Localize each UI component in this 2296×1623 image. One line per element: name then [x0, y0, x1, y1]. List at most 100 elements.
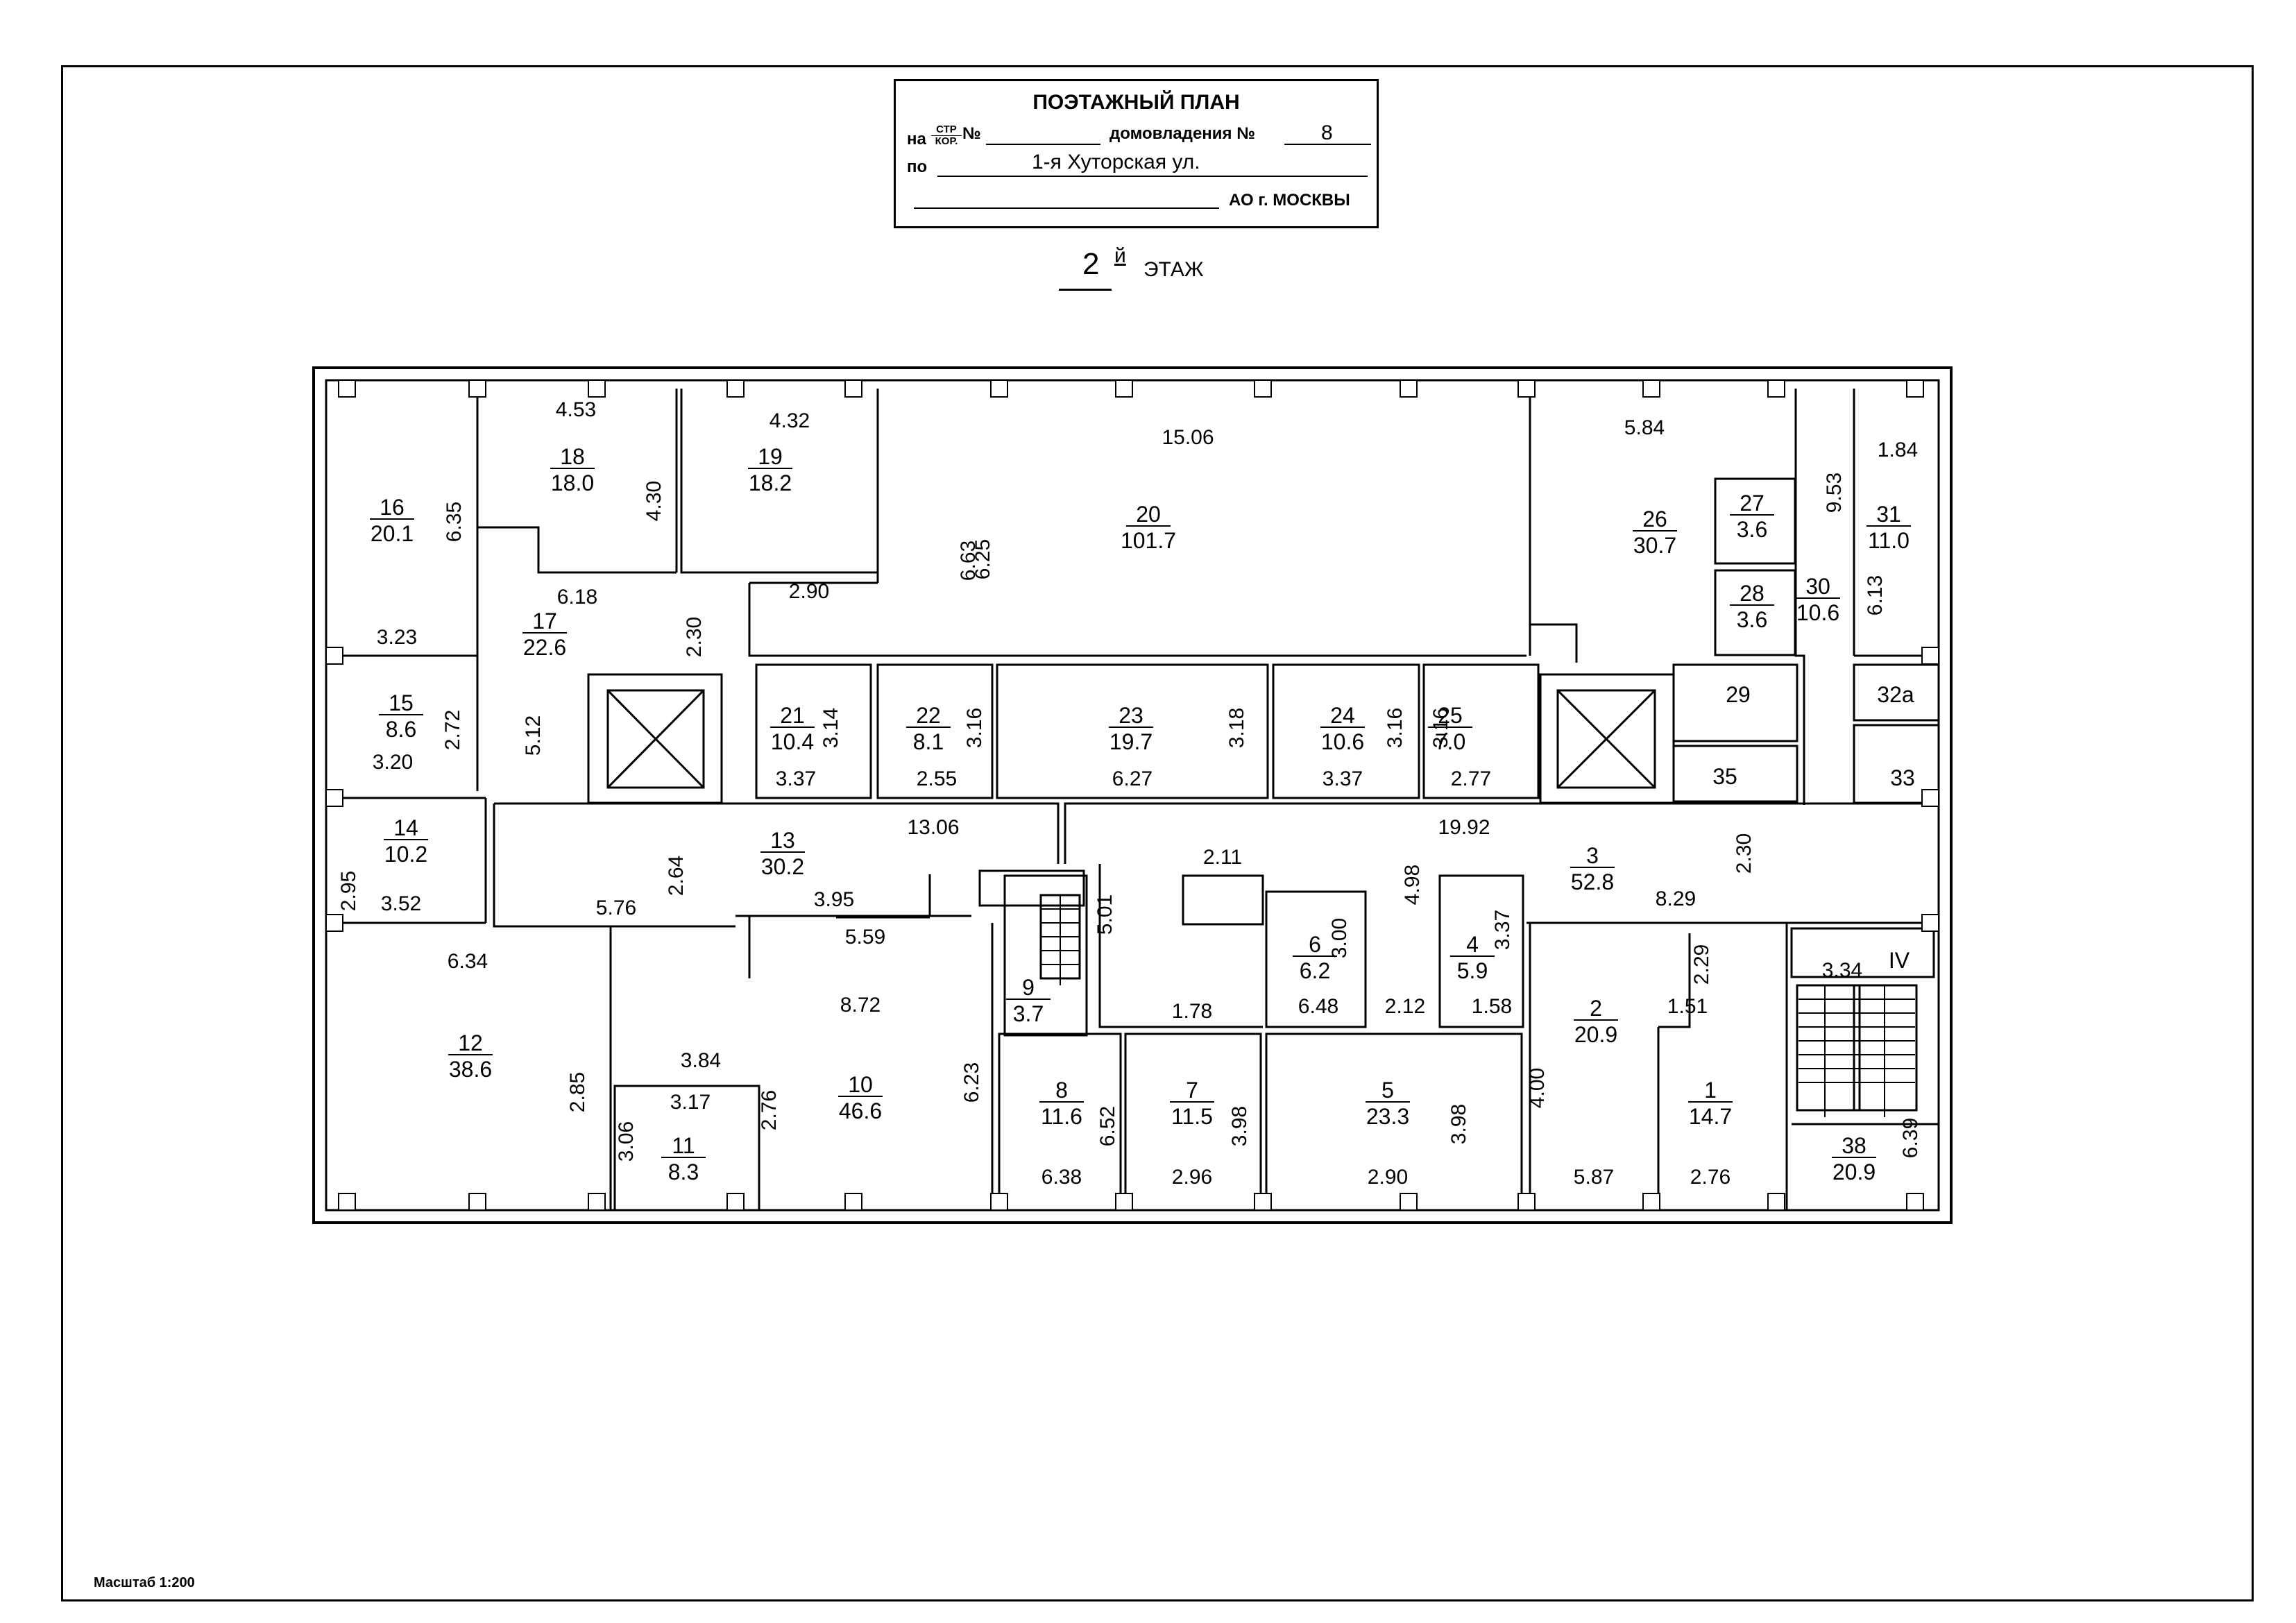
dimension-label: 3.16: [1429, 708, 1452, 748]
dimension-label: 1.78: [1172, 1000, 1212, 1023]
stamp-no-sign: №: [962, 124, 981, 143]
room-label: 352.8: [1570, 843, 1615, 894]
dimension-label: 3.23: [377, 626, 417, 649]
room-number: 22: [916, 703, 941, 728]
room-area: 52.8: [1571, 869, 1614, 894]
stamp-street-line: [937, 176, 1368, 177]
room-number: 38: [1842, 1133, 1866, 1158]
dimension-label: 4.30: [643, 481, 665, 521]
wall-1-top: [1658, 933, 1691, 1028]
room9-outline: [1003, 874, 1088, 1037]
dimension-label: 3.98: [1447, 1104, 1470, 1144]
room-area: 7.0: [1435, 729, 1465, 754]
room-number: 12: [458, 1030, 483, 1055]
floor-suffix: й: [1114, 244, 1126, 267]
room-label-plain: IV: [1889, 948, 1910, 973]
dimension-label: 3.17: [670, 1091, 711, 1114]
wall-20-bottom: [748, 583, 1527, 657]
dimension-label: 6.18: [557, 586, 597, 609]
room-area: 3.6: [1737, 517, 1767, 542]
room-number: 9: [1022, 975, 1035, 1000]
dimension-label: 6.52: [1096, 1106, 1119, 1146]
dimension-label: 2.76: [1690, 1166, 1730, 1189]
dimension-label: 6.13: [1864, 575, 1887, 615]
room-number: 25: [1438, 703, 1463, 728]
pillar: [1921, 914, 1939, 932]
stamp-str-kor: СТР КОР.: [931, 124, 962, 147]
room-number: 21: [780, 703, 805, 728]
pillar: [1115, 1193, 1133, 1211]
room-area: 3.6: [1737, 607, 1767, 632]
dimension-label: 3.00: [1328, 918, 1351, 958]
room8-box: [998, 1033, 1122, 1212]
stamp-domovladeniya: домовладения №: [1109, 124, 1255, 143]
pillar: [588, 380, 606, 398]
room-label: 283.6: [1730, 581, 1774, 632]
room-label-plain: 35: [1712, 764, 1737, 789]
stair-steps: [1041, 895, 1915, 1117]
room-label-plain: 29: [1726, 682, 1751, 707]
room-area: 11.0: [1868, 528, 1910, 553]
pillar: [990, 380, 1008, 398]
dimension-label: 4.00: [1526, 1068, 1549, 1108]
pillar: [1921, 647, 1939, 665]
room-number: 10: [848, 1072, 873, 1097]
dimension-label: 13.06: [907, 816, 959, 839]
elevator-right-x2: [1556, 689, 1656, 789]
room-area: 30.7: [1633, 533, 1676, 558]
room-number: 1: [1704, 1078, 1717, 1103]
room-label: 66.2: [1293, 932, 1337, 983]
dimension-label: 5.01: [1094, 894, 1116, 935]
scale-text: Масштаб 1:200: [94, 1575, 195, 1590]
elevator-left-x2: [606, 689, 705, 789]
room-area: 38.6: [449, 1057, 492, 1082]
room-area: 8.1: [913, 729, 944, 754]
stamp-kor: КОР.: [935, 135, 958, 147]
dimension-label: 2.12: [1385, 995, 1425, 1018]
dimension-label: 2.72: [441, 710, 464, 750]
dimension-label: 2.11: [1203, 846, 1242, 869]
room-label-plain: 33: [1890, 765, 1915, 790]
dimension-label: 3.98: [1228, 1106, 1251, 1146]
dimension-label: 2.77: [1451, 767, 1491, 790]
pillar: [844, 380, 862, 398]
room-area: 10.6: [1321, 729, 1364, 754]
dimension-label: 2.30: [683, 617, 706, 657]
wall-30-31: [1794, 389, 1805, 805]
floor-underline: [1059, 289, 1112, 291]
pillar: [1517, 380, 1536, 398]
dimension-label: 2.55: [917, 767, 957, 790]
room-label: 523.3: [1366, 1078, 1410, 1129]
floor-label-text: ЭТАЖ: [1143, 258, 1204, 281]
dimension-label: 6.38: [1041, 1166, 1082, 1189]
stamp-ao-line: [914, 207, 1219, 209]
room-area: 10.4: [771, 729, 814, 754]
room-label: 220.9: [1574, 996, 1618, 1047]
dimension-label: 2.90: [789, 580, 829, 603]
dimension-label: 3.16: [963, 708, 986, 748]
room32a-box: [1853, 663, 1940, 722]
room28-box: [1714, 569, 1796, 656]
room-label: 114.7: [1688, 1078, 1733, 1129]
room23-box: [996, 663, 1269, 799]
dimension-label: 2.29: [1690, 944, 1713, 985]
dimension-label: 2.76: [758, 1090, 781, 1130]
dimension-label: 2.85: [566, 1072, 589, 1112]
room-area: 6.2: [1300, 958, 1330, 983]
room24-box: [1272, 663, 1420, 799]
dimension-label: 3.37: [776, 767, 816, 790]
stamp-house-number: 8: [1321, 121, 1333, 144]
dimension-label: 6.25: [971, 539, 994, 579]
drawing-frame: [61, 65, 2254, 1601]
dimension-label: 4.53: [556, 398, 596, 421]
pillar: [325, 914, 343, 932]
